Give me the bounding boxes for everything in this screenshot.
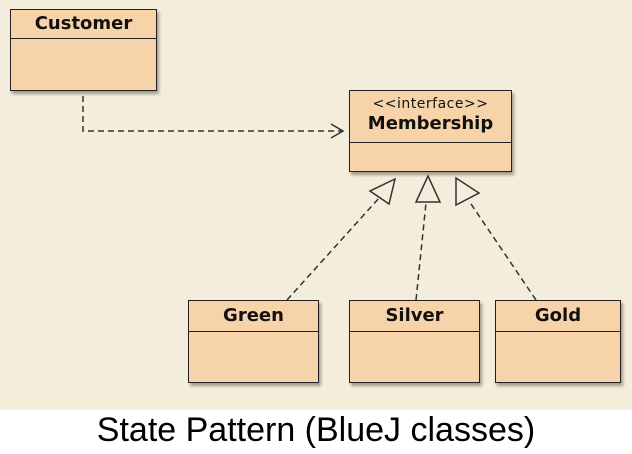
class-silver-header: Silver xyxy=(350,301,479,332)
class-membership-name: Membership xyxy=(367,113,494,134)
bluej-class-diagram: Customer <<interface>> Membership Green … xyxy=(0,0,632,410)
class-gold[interactable]: Gold xyxy=(495,300,621,383)
class-green-name: Green xyxy=(223,305,284,326)
class-gold-name: Gold xyxy=(534,305,582,326)
slide-caption: State Pattern (BlueJ classes) xyxy=(96,411,536,449)
class-membership-header: <<interface>> Membership xyxy=(350,91,511,143)
implements-arrow-green-membership xyxy=(286,177,397,301)
class-customer[interactable]: Customer xyxy=(10,9,157,91)
class-silver[interactable]: Silver xyxy=(349,300,480,383)
relation-arrows xyxy=(82,96,537,301)
class-membership-stereotype: <<interface>> xyxy=(372,96,489,112)
class-gold-header: Gold xyxy=(496,301,620,332)
class-customer-name: Customer xyxy=(34,13,133,34)
uses-arrow-customer-membership xyxy=(82,96,345,139)
implements-arrow-gold-membership xyxy=(455,176,537,301)
implements-arrow-silver-membership xyxy=(414,174,442,301)
class-green[interactable]: Green xyxy=(188,300,319,383)
class-membership[interactable]: <<interface>> Membership xyxy=(349,90,512,172)
class-customer-header: Customer xyxy=(11,10,156,39)
class-green-header: Green xyxy=(189,301,318,332)
class-silver-name: Silver xyxy=(385,305,444,326)
